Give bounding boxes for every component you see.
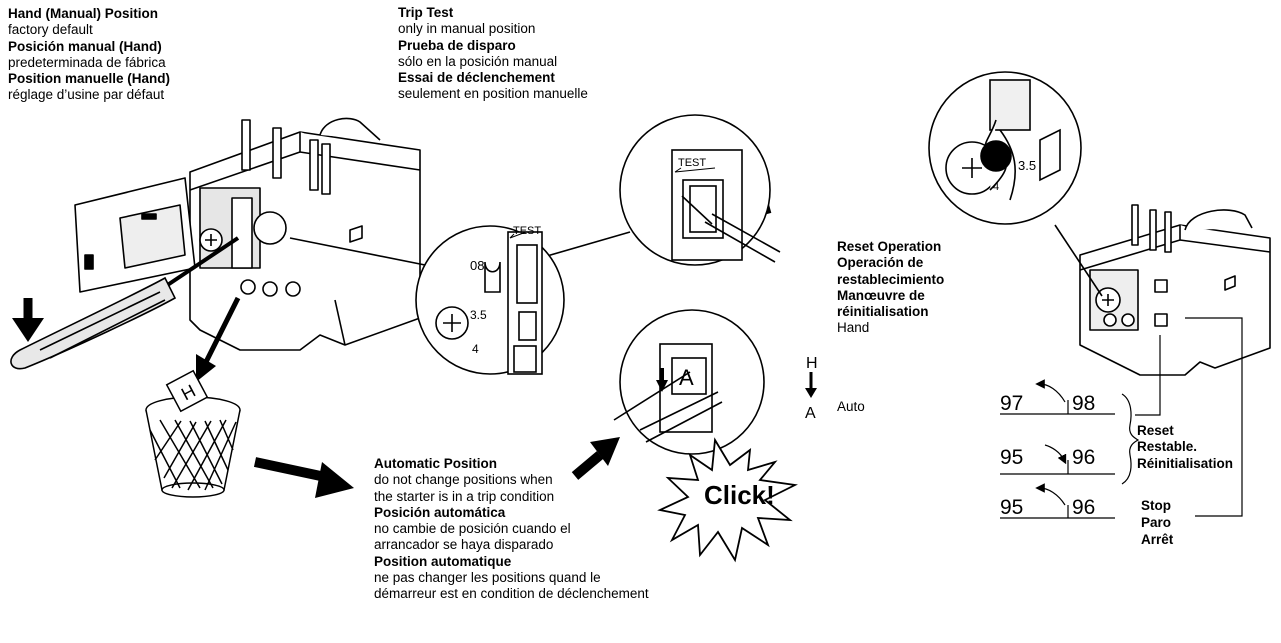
hand-position-title-es: Posición manual (Hand) [8, 38, 162, 54]
automatic-position-text-es-1: no cambie de posición cuando el [374, 521, 571, 537]
hand-position-text-es: predeterminada de fábrica [8, 54, 166, 70]
dial-08-label: 08 [470, 258, 484, 273]
screwdriver [10, 236, 240, 370]
relay-cover [74, 177, 196, 293]
reset-label-fr: Réinitialisation [1137, 455, 1234, 471]
arrow-to-basket [196, 296, 241, 382]
h-indicator: H [806, 355, 818, 372]
arrow-to-window [571, 437, 620, 480]
hand-label: Hand [837, 320, 870, 336]
zoom-circle-dial [289, 225, 631, 375]
contact-96-stop: 96 [1072, 496, 1095, 519]
seal-dial-4-label: 4 [993, 181, 999, 193]
auto-label: Auto [837, 399, 865, 414]
automatic-position-text-es-2: arrancador se haya disparado [374, 537, 554, 553]
seal-dial-label: 3.5 [1018, 158, 1036, 173]
a-indicator: A [805, 405, 816, 422]
waste-basket-icon [145, 369, 241, 498]
hand-position-text-fr: réglage d’usine par défaut [8, 87, 165, 103]
automatic-position-text: Automatic Position do not change positio… [374, 456, 649, 603]
arrow-down-cover [12, 298, 44, 342]
automatic-position-text-fr-2: démarreur est en condition de déclenchem… [374, 586, 649, 602]
overload-relay-main [189, 117, 421, 351]
contact-95-nc: 95 [1000, 446, 1023, 469]
automatic-position-title-es: Posición automática [374, 504, 506, 520]
hand-position-title-fr: Position manuelle (Hand) [8, 71, 171, 87]
automatic-position-text-en-2: the starter is in a trip condition [374, 488, 555, 504]
stop-label-es: Paro [1141, 515, 1172, 530]
seal-zoom-circle [928, 71, 1103, 297]
contact-97: 97 [1000, 392, 1023, 415]
a-window-label: A [679, 365, 694, 390]
automatic-position-title-en: Automatic Position [374, 456, 498, 471]
trip-test-text-es: sólo en la posición manual [398, 53, 558, 69]
zoom-circle-test [619, 114, 781, 266]
automatic-position-text-fr-1: ne pas changer les positions quand le [374, 570, 601, 586]
reset-operation-title-en: Reset Operation [837, 239, 942, 254]
automatic-position-text-en-1: do not change positions when [374, 472, 553, 488]
reset-operation-title-fr-2: réinitialisation [837, 304, 929, 320]
overload-relay-right [1079, 204, 1271, 376]
stop-labels: Stop Paro Arrêt [1141, 497, 1173, 548]
stop-label-fr: Arrêt [1141, 532, 1174, 547]
reset-operation-title-es-2: restablecimiento [837, 271, 945, 287]
trip-test-text: Trip Test only in manual position Prueba… [398, 5, 588, 103]
click-burst [657, 437, 798, 563]
reset-operation-text: Reset Operation Operación de restablecim… [837, 239, 944, 337]
contact-95-stop: 95 [1000, 496, 1023, 519]
stop-label-en: Stop [1141, 498, 1171, 513]
reset-operation-title-es-1: Operación de [837, 255, 924, 271]
dial-35-label: 3.5 [470, 308, 487, 322]
click-label: Click! [704, 480, 775, 510]
trip-test-text-en: only in manual position [398, 21, 536, 37]
test-label-small: TEST [513, 225, 541, 237]
contact-group-labels: Reset Restable. Réinitialisation [1137, 423, 1233, 472]
zoom-circle-auto [613, 309, 765, 455]
reset-label-es: Restable. [1137, 439, 1198, 455]
reset-label-en: Reset [1137, 423, 1174, 438]
automatic-position-title-fr: Position automatique [374, 553, 512, 569]
trip-test-title-es: Prueba de disparo [398, 37, 516, 53]
hand-position-title-en: Hand (Manual) Position [8, 6, 158, 21]
trip-test-title-fr: Essai de déclenchement [398, 70, 555, 86]
dial-4-label: 4 [472, 342, 479, 356]
test-label-large: TEST [678, 157, 706, 169]
trip-test-title-en: Trip Test [398, 5, 454, 20]
contact-diagram [1000, 317, 1243, 519]
contact-98: 98 [1072, 392, 1095, 415]
hand-position-text-en: factory default [8, 22, 93, 38]
reset-operation-title-fr-1: Manœuvre de [837, 287, 925, 303]
contact-96-nc: 96 [1072, 446, 1095, 469]
trip-test-text-fr: seulement en position manuelle [398, 86, 588, 102]
hand-position-text: Hand (Manual) Position factory default P… [8, 6, 170, 104]
arrow-big-right [253, 457, 354, 498]
